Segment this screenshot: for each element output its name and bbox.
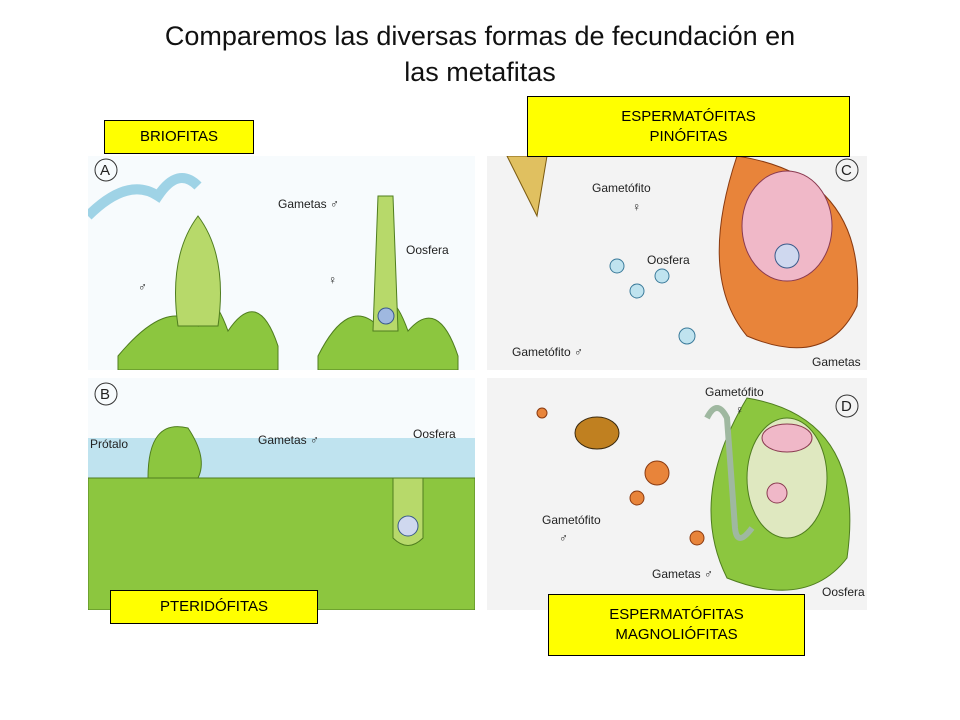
panel-a-oosfera-label: Oosfera <box>406 243 449 257</box>
panel-a-female-symbol: ♀ <box>328 273 337 287</box>
oosfera-cell <box>377 307 395 325</box>
pollen-grain <box>609 258 625 274</box>
archegonium <box>372 195 399 332</box>
panel-a-letter-circle <box>94 158 118 182</box>
tag-magnoliofitas-line-2: MAGNOLIÓFITAS <box>615 626 738 643</box>
tag-pinofitas-line-1: ESPERMATÓFITAS <box>621 107 756 125</box>
panel-magnoliofitas: D Gametófito ♀ Gametófito ♂ Gametas ♂ Oo… <box>487 378 867 610</box>
panel-d-gametofito-male-label: Gametófito <box>542 513 601 527</box>
panel-d-female-symbol: ♀ <box>735 403 744 417</box>
tag-briofitas: BRIOFITAS <box>104 120 254 154</box>
panel-c-illustration: C Gametófito ♀ Oosfera Gametófito ♂ Game… <box>506 156 861 369</box>
panel-d-letter: D <box>841 398 852 415</box>
panel-d-illustration: D Gametófito ♀ Gametófito ♂ Gametas ♂ Oo… <box>536 385 865 599</box>
antheridium <box>147 426 202 479</box>
panel-d-letter-circle <box>835 394 859 418</box>
pollen-grain <box>689 530 705 546</box>
panel-a-letter: A <box>100 162 110 179</box>
pollen-grain <box>644 460 670 486</box>
pollen-grain <box>654 268 670 284</box>
tag-briofitas-text: BRIOFITAS <box>139 128 219 145</box>
panel-b-illustration: B Prótalo Gametas ♂ Oosfera <box>88 382 475 610</box>
title-line-2: las metafitas <box>404 57 556 87</box>
panel-d-gametofito-female-label: Gametófito <box>705 385 764 399</box>
ovule <box>746 417 828 539</box>
female-gametophyte <box>761 423 813 453</box>
panel-d-male-symbol: ♂ <box>559 531 568 545</box>
panel-c-letter: C <box>841 162 852 179</box>
pollen-grain <box>536 407 548 419</box>
panel-pinofitas: C Gametófito ♀ Oosfera Gametófito ♂ Game… <box>487 156 867 370</box>
panel-briofitas: A Gametas ♂ Oosfera ♂ ♀ <box>88 156 475 370</box>
pollen-grain <box>629 283 645 299</box>
panel-pteridofitas: B Prótalo Gametas ♂ Oosfera <box>88 378 475 610</box>
panel-d-oosfera-label: Oosfera <box>822 585 865 599</box>
pollen-tube <box>704 405 755 541</box>
panel-a-illustration: A Gametas ♂ Oosfera ♂ ♀ <box>88 158 459 370</box>
page-title: Comparemos las diversas formas de fecund… <box>60 18 900 90</box>
panel-b-protalo-label: Prótalo <box>90 437 128 451</box>
female-gametophyte <box>741 170 833 282</box>
antheridium <box>175 215 221 327</box>
panel-c-gametofito-female-label: Gametófito <box>592 181 651 195</box>
tag-pteridofitas-text: PTERIDÓFITAS <box>159 598 269 615</box>
tag-pinofitas-line-2: PINÓFITAS <box>649 127 728 145</box>
panel-d-gametas-label: Gametas ♂ <box>652 567 713 581</box>
panel-a-male-symbol: ♂ <box>138 280 147 294</box>
panel-c-gametas-label: Gametas <box>812 355 861 369</box>
panel-b-letter: B <box>100 386 110 403</box>
tag-magnoliofitas-line-1: ESPERMATÓFITAS <box>609 606 744 623</box>
pollen-grain <box>629 490 645 506</box>
panel-b-oosfera-label: Oosfera <box>413 427 456 441</box>
panel-c-female-symbol: ♀ <box>632 200 641 214</box>
panel-c-letter-circle <box>835 158 859 182</box>
panel-a-gametas-label: Gametas ♂ <box>278 197 339 211</box>
pollen-cone <box>506 156 548 218</box>
panel-b-letter-circle <box>94 382 118 406</box>
panel-c-oosfera-label: Oosfera <box>647 253 690 267</box>
tag-pinofitas: ESPERMATÓFITAS PINÓFITAS <box>527 96 850 157</box>
tag-magnoliofitas: ESPERMATÓFITAS MAGNOLIÓFITAS <box>548 594 805 656</box>
panel-c-gametofito-male-label: Gametófito ♂ <box>512 345 583 359</box>
bee <box>574 416 620 450</box>
oosfera-cell <box>397 515 419 537</box>
pollen-grain <box>678 327 696 345</box>
oosfera-cell <box>766 482 788 504</box>
tag-pteridofitas: PTERIDÓFITAS <box>110 590 318 624</box>
water-splash <box>88 173 202 220</box>
oosfera-cell <box>774 243 800 269</box>
title-line-1: Comparemos las diversas formas de fecund… <box>164 21 796 51</box>
panel-b-gametas-label: Gametas ♂ <box>258 433 319 447</box>
